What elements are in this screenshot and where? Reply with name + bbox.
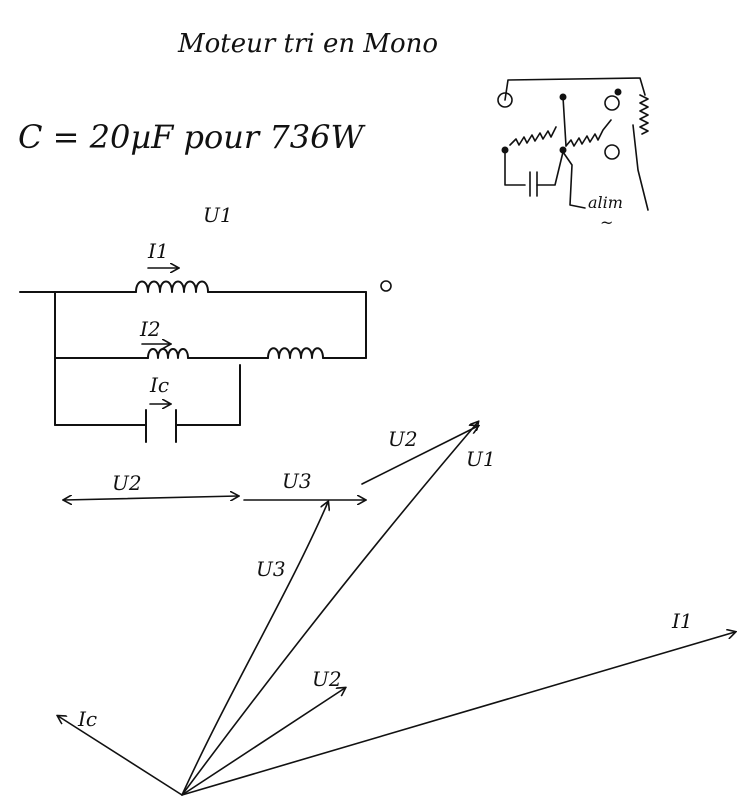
voltage-triangle: U2 U3 U2 U1: [64, 426, 496, 500]
supply-label: alim: [588, 193, 623, 212]
ic-phasor-label: Ic: [77, 707, 97, 731]
terminal-circle: [604, 95, 620, 111]
i1-label: I1: [147, 239, 169, 263]
u2-horizontal-arrow: [64, 496, 238, 500]
coil-i2: [147, 348, 189, 359]
terminal-circle: [380, 280, 392, 292]
ic-label: Ic: [149, 373, 169, 397]
coil-right: [267, 347, 324, 359]
u2-right-label: U2: [388, 427, 418, 451]
winding-coil: [639, 94, 649, 135]
u1-label-top: U1: [466, 447, 496, 471]
u2-sloped-arrow: [361, 426, 478, 485]
u1-label: U1: [203, 203, 233, 227]
u2-left-label: U2: [112, 471, 142, 495]
winding-coil: [509, 126, 557, 146]
i1-phasor: [181, 632, 735, 796]
capacitor-formula: C = 20µF pour 736W: [18, 118, 366, 156]
terminal-circle: [497, 92, 513, 108]
phasor-diagram: U3 U2 Ic I1: [58, 422, 735, 796]
winding-coil: [565, 119, 612, 147]
u1-phasor: [181, 422, 478, 796]
u3-phasor: [181, 502, 328, 796]
u3-label: U3: [282, 469, 312, 493]
i1-phasor-label: I1: [671, 609, 693, 633]
coil-i1: [135, 280, 209, 293]
terminal-circle: [604, 144, 620, 160]
page-title: Moteur tri en Mono: [177, 29, 438, 59]
i2-label: I2: [139, 317, 161, 341]
ic-phasor: [58, 716, 183, 796]
u3-phasor-label: U3: [256, 557, 286, 581]
wiring-inset: alim ~: [497, 77, 649, 232]
u2-phasor-label: U2: [312, 667, 342, 691]
supply-symbol: ~: [600, 213, 613, 232]
circuit-schematic: U1 I1 I2 Ic: [19, 203, 392, 443]
u2-phasor: [181, 688, 345, 796]
